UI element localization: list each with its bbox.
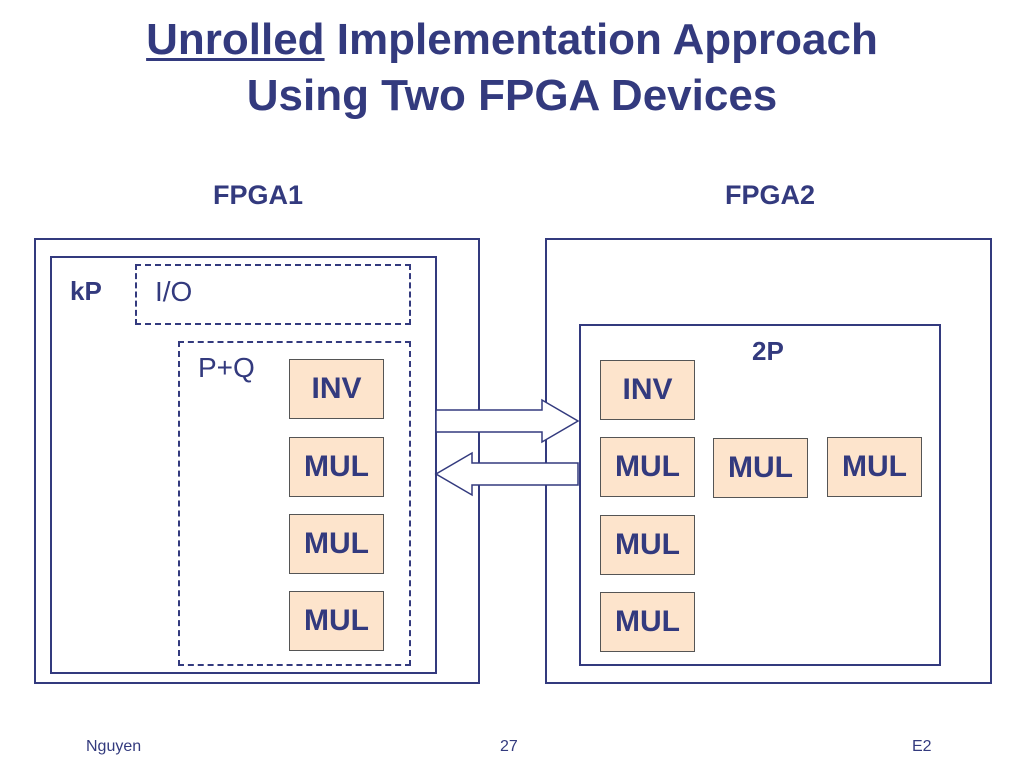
title-underlined-word: Unrolled xyxy=(146,15,325,64)
fpga2-label: FPGA2 xyxy=(724,180,816,210)
fpga1-mul-unit-3: MUL xyxy=(289,591,384,651)
fpga1-mul-unit-2: MUL xyxy=(289,514,384,574)
title-line2: Using Two FPGA Devices xyxy=(246,71,778,120)
fpga1-mul-unit-1: MUL xyxy=(289,437,384,497)
arrow-left xyxy=(434,451,579,497)
kp-label: kP xyxy=(70,276,102,306)
arrow-right xyxy=(435,398,580,444)
io-block xyxy=(135,264,411,325)
fpga2-inv-unit: INV xyxy=(600,360,695,420)
pq-block xyxy=(178,341,411,666)
fpga1-inv-unit: INV xyxy=(289,359,384,419)
fpga2-mul-unit-1: MUL xyxy=(600,437,695,497)
footer-author: Nguyen xyxy=(86,738,142,755)
slide-title: Unrolled Implementation Approach Using T… xyxy=(0,12,1024,124)
fpga2-mul-unit-4: MUL xyxy=(600,515,695,575)
title-line1-rest: Implementation Approach xyxy=(324,15,878,64)
2p-label: 2P xyxy=(752,336,784,366)
footer-page-number: 27 xyxy=(500,738,518,755)
footer-code: E2 xyxy=(912,738,932,755)
pq-label: P+Q xyxy=(198,352,255,383)
fpga2-mul-unit-5: MUL xyxy=(600,592,695,652)
fpga1-label: FPGA1 xyxy=(212,180,304,210)
fpga2-mul-unit-2: MUL xyxy=(713,438,808,498)
io-label: I/O xyxy=(155,276,193,307)
fpga2-mul-unit-3: MUL xyxy=(827,437,922,497)
